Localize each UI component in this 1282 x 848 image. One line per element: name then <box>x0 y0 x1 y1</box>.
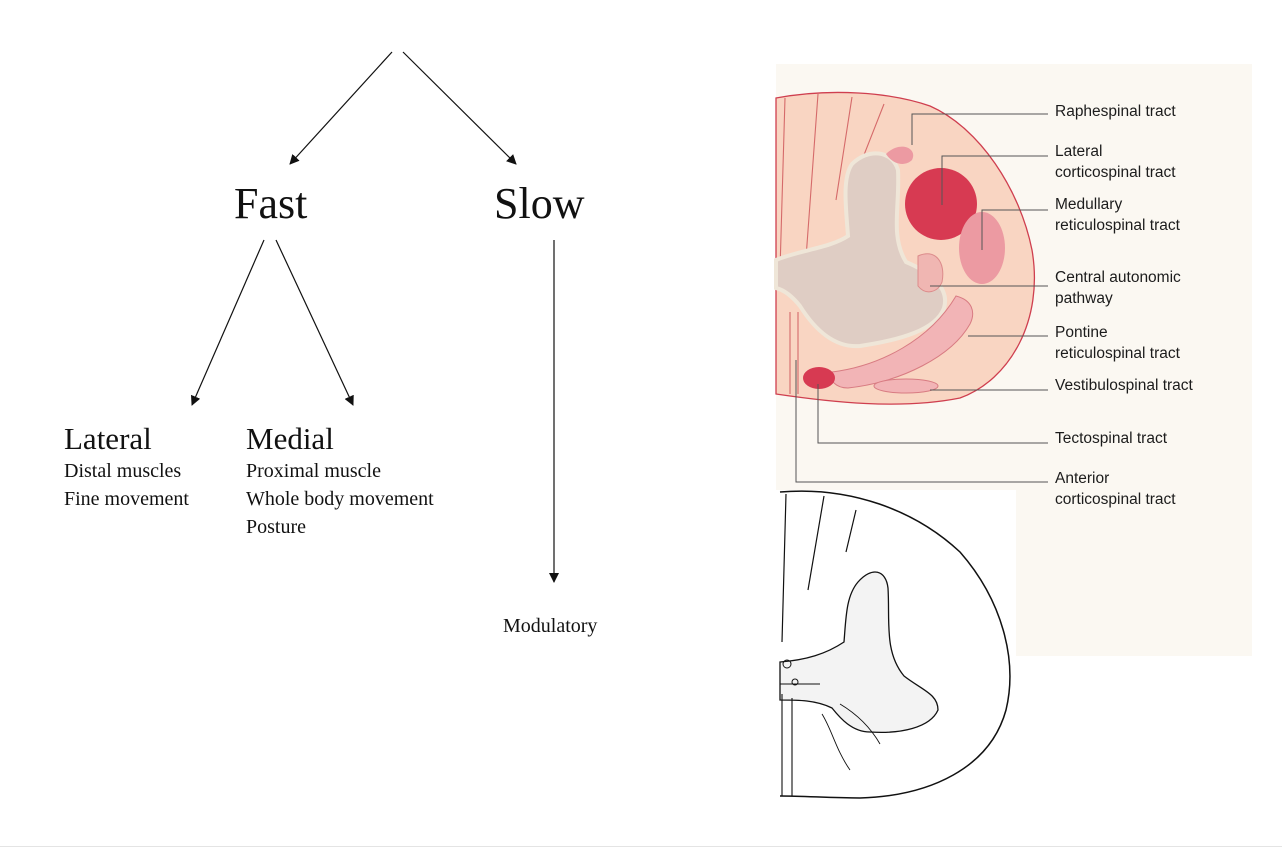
tract-label-line: Medullary <box>1055 196 1123 213</box>
line-drawing-background <box>776 490 1016 796</box>
tract-label-line: pathway <box>1055 290 1113 307</box>
tectospinal-region <box>803 367 835 389</box>
tract-label-line: Anterior <box>1055 470 1110 487</box>
tract-label-line: Vestibulospinal tract <box>1055 377 1193 394</box>
medial-line: Whole body movement <box>246 488 434 510</box>
line-drawing-outline <box>779 490 1011 799</box>
tract-label-line: reticulospinal tract <box>1055 345 1180 362</box>
slow-label: Slow <box>494 179 585 228</box>
lateral-cst-leader <box>941 155 1048 205</box>
tectospinal-label: Tectospinal tract <box>1055 428 1167 449</box>
anterior-cst-leader <box>795 360 1048 483</box>
line-drawing-roots <box>821 703 881 771</box>
raphespinal-region <box>886 146 914 164</box>
medullary-rst-leader <box>981 209 1048 250</box>
raphespinal-leader <box>911 113 1048 145</box>
medial-line: Posture <box>246 516 306 538</box>
lateral-line: Fine movement <box>64 488 189 510</box>
tract-label-line: corticospinal tract <box>1055 164 1176 181</box>
classification-tree <box>191 51 559 583</box>
medial-line: Proximal muscle <box>246 460 381 482</box>
line-drawing-fissure <box>780 683 820 796</box>
arrow-to-lateral <box>191 239 265 406</box>
gray-matter <box>774 151 948 349</box>
lateral-cst-label: Lateral corticospinal tract <box>1055 141 1176 183</box>
lateral-group: Lateral Distal muscles Fine movement <box>64 423 189 513</box>
pontine-reticulospinal-region <box>830 295 974 389</box>
vestibulospinal-region <box>873 378 939 394</box>
tectospinal-leader <box>817 384 1048 444</box>
arrow-to-fast <box>289 51 393 165</box>
line-drawing-canal <box>782 659 792 669</box>
central-autonomic-label: Central autonomic pathway <box>1055 267 1181 309</box>
medullary-rst-label: Medullary reticulospinal tract <box>1055 194 1180 236</box>
tract-label-line: reticulospinal tract <box>1055 217 1180 234</box>
tract-label-line: Central autonomic <box>1055 269 1181 286</box>
line-drawing-gray-matter <box>779 571 939 734</box>
lateral-corticospinal-region <box>905 168 977 240</box>
lateral-line: Distal muscles <box>64 460 182 482</box>
dorsal-septa <box>779 93 885 271</box>
tract-label-line: corticospinal tract <box>1055 491 1176 508</box>
tract-label-line: Lateral <box>1055 143 1103 160</box>
tract-label-line: Raphespinal tract <box>1055 103 1176 120</box>
medial-title: Medial <box>246 421 334 456</box>
central-autonomic-region <box>917 253 944 293</box>
tract-label-line: Tectospinal tract <box>1055 430 1167 447</box>
anterior-cst-label: Anterior corticospinal tract <box>1055 468 1176 510</box>
raphespinal-label: Raphespinal tract <box>1055 101 1176 122</box>
tract-label-line: Pontine <box>1055 324 1108 341</box>
modulatory-label: Modulatory <box>503 615 598 637</box>
vestibulospinal-label: Vestibulospinal tract <box>1055 375 1193 396</box>
fast-label: Fast <box>234 179 308 228</box>
arrow-to-slow <box>402 51 517 165</box>
lateral-title: Lateral <box>64 421 152 456</box>
line-drawing-canal <box>791 678 799 686</box>
medial-group: Medial Proximal muscle Whole body moveme… <box>246 423 434 541</box>
arrow-to-medial <box>275 239 354 406</box>
line-drawing-septa <box>781 493 857 643</box>
bottom-divider <box>0 846 1282 847</box>
anterior-fissure <box>789 312 799 394</box>
pontine-rst-label: Pontine reticulospinal tract <box>1055 322 1180 364</box>
